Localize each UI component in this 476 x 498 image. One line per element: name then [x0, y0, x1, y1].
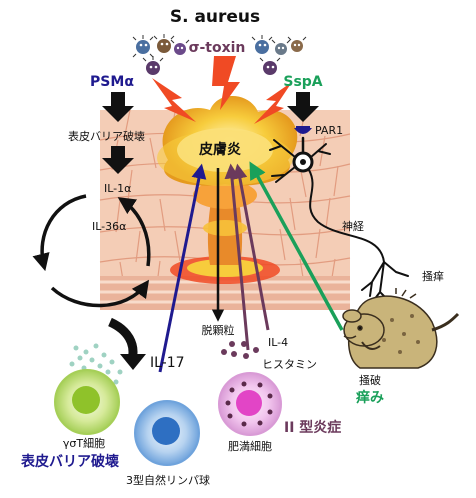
bacterium-icon — [170, 39, 190, 55]
ilc3-label: 3型自然リンパ球 — [126, 473, 210, 487]
degranulation-label: 脱顆粒 — [202, 323, 235, 337]
barrier-damage-label: 表皮バリア破壊 — [68, 129, 145, 143]
bacterium-icon — [153, 34, 175, 53]
par1-receptor-icon — [294, 126, 312, 134]
ssp-label: SspA — [283, 74, 322, 90]
bacteria-cluster — [132, 34, 307, 75]
il36-label: IL-36α — [92, 220, 126, 233]
ssp-thick-arrow — [287, 92, 319, 122]
dermatitis-label: 皮膚炎 — [198, 141, 241, 158]
histamine-arrow — [224, 163, 250, 351]
barrier-to-il1-thick-arrow — [102, 146, 134, 174]
type2-inflammation-label: II 型炎症 — [284, 419, 341, 436]
il1-label: IL-1α — [104, 182, 131, 195]
mast-cell — [218, 372, 282, 436]
par1-label: PAR1 — [315, 124, 343, 137]
psm-label: PSMα — [90, 74, 134, 90]
psm-thick-arrow — [102, 92, 134, 122]
mast-cell-label: 肥満細胞 — [228, 440, 272, 453]
neuron-graphic — [269, 136, 409, 301]
histamine-label: ヒスタミン — [262, 358, 317, 371]
histamine-granules — [221, 341, 259, 359]
cycle-arrow — [32, 194, 151, 308]
il17-curved-arrow — [107, 317, 146, 370]
gd-t-cell-label: γσT細胞 — [63, 437, 105, 450]
il17-arrow — [158, 163, 207, 373]
barrier-outcome-label: 表皮バリア破壊 — [20, 453, 120, 470]
bacterium-icon — [287, 36, 307, 52]
itch-sensation-label: 掻痒 — [422, 269, 444, 283]
scratching-arrow — [249, 161, 344, 331]
bacterium-icon — [259, 57, 281, 75]
bacterium-icon — [132, 35, 154, 58]
scratching-label: 掻破 — [359, 373, 381, 387]
bacterium-icon — [142, 56, 164, 75]
scratching-animal-illustration — [342, 288, 460, 369]
il4-arrow — [232, 163, 270, 331]
bacterium-icon — [271, 39, 291, 55]
itch-label: 痒み — [356, 389, 384, 406]
il17-label: IL-17 — [150, 355, 185, 371]
ilc3-cell — [134, 400, 200, 466]
sigma-toxin-label: σ-toxin — [189, 40, 246, 56]
il4-label: IL-4 — [268, 336, 288, 349]
toxin-impact-bolts — [152, 56, 292, 124]
title: S. aureus — [170, 7, 260, 27]
bacterium-icon — [251, 35, 273, 54]
gd-t-cell — [54, 369, 120, 435]
nerve-label: 神経 — [342, 219, 364, 233]
